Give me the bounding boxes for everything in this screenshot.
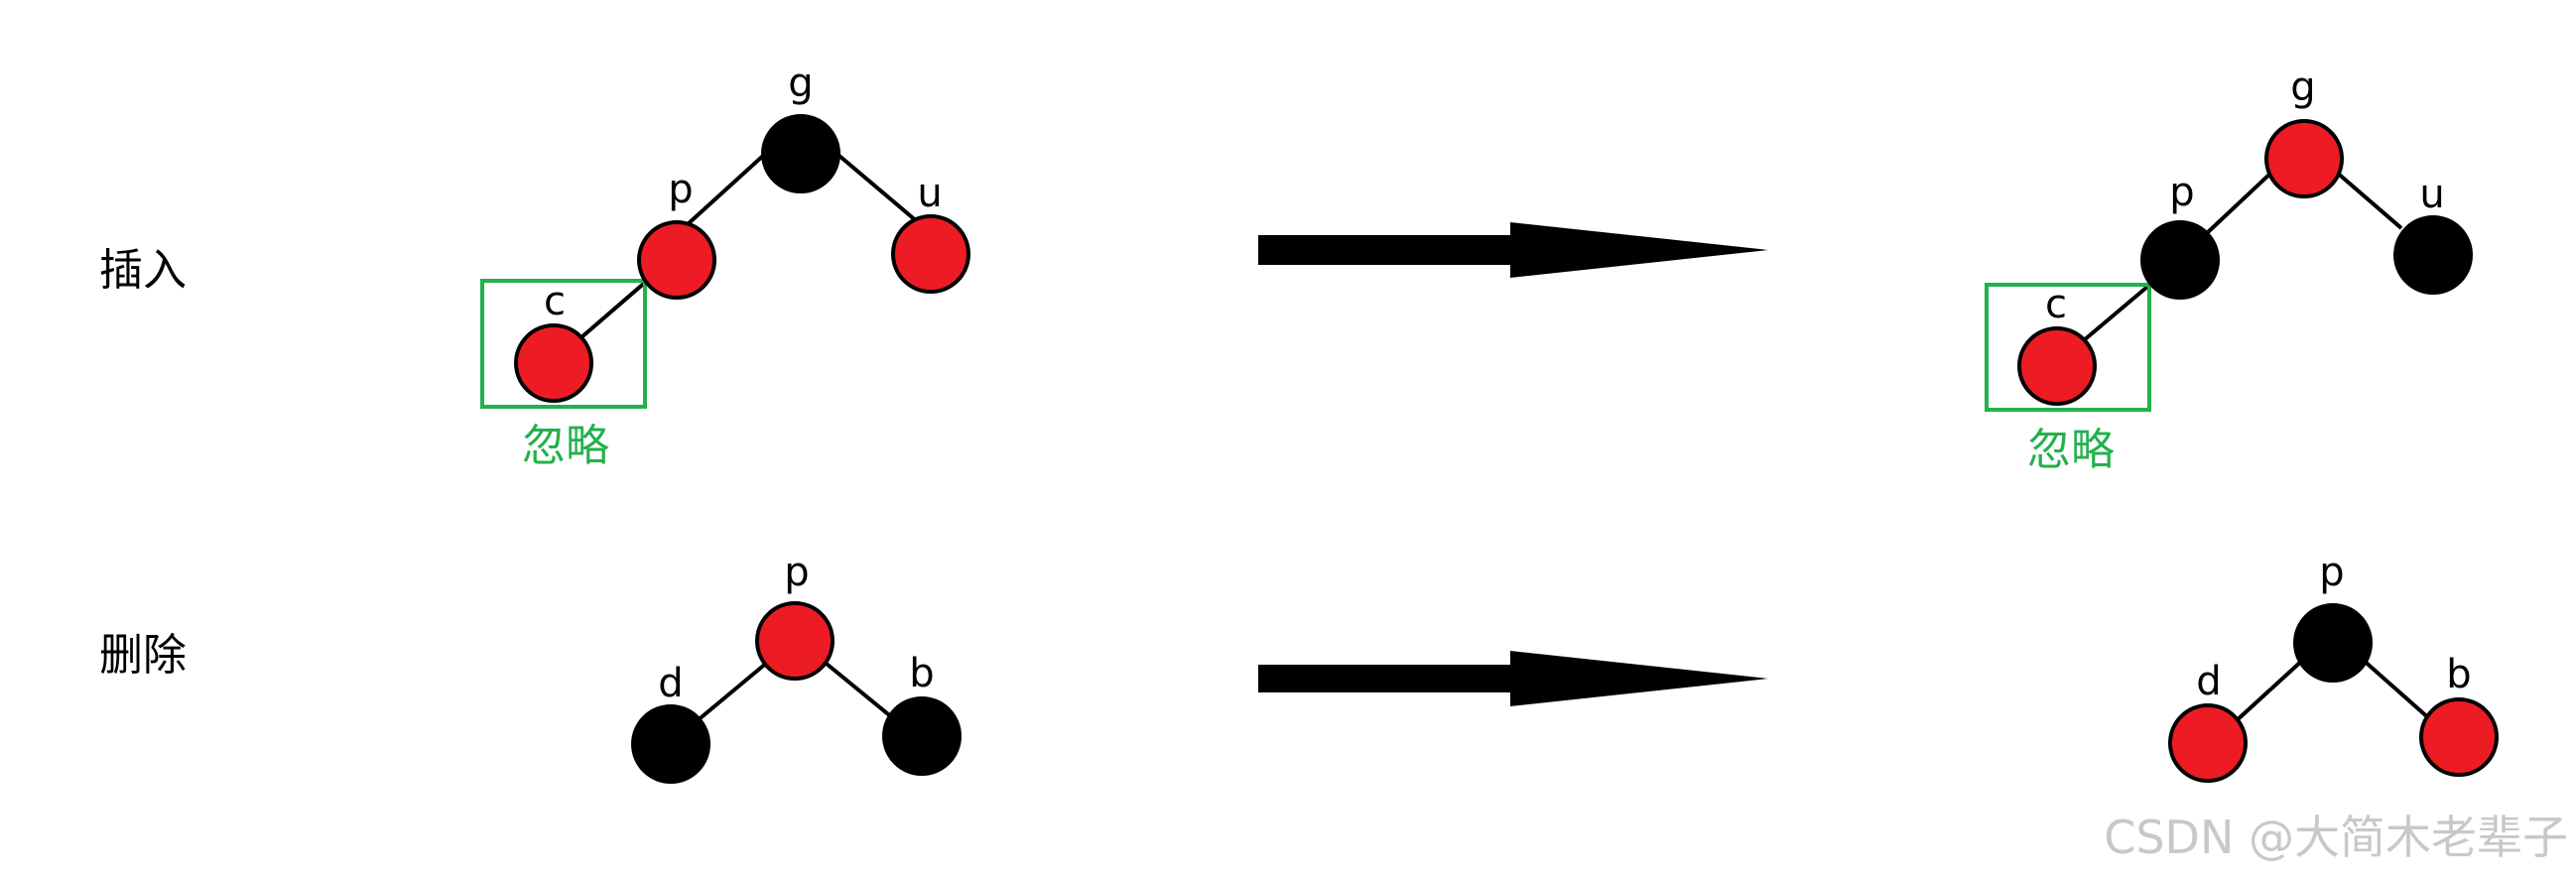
edge-p-b: [2360, 657, 2433, 722]
delete-before-tree: p d b: [631, 550, 962, 784]
label-u: u: [2419, 172, 2444, 217]
ignore-box: [1985, 283, 2151, 412]
insert-after-tree: g p u c 忽略: [1985, 64, 2473, 475]
label-b: b: [2446, 652, 2471, 697]
label-u: u: [917, 171, 942, 216]
node-b: [882, 696, 962, 776]
edge-p-b: [820, 658, 895, 720]
label-p: p: [668, 167, 693, 212]
node-u: [2393, 215, 2473, 295]
node-p: [637, 220, 716, 300]
label-c: c: [2045, 282, 2067, 327]
edge-p-d: [695, 660, 770, 723]
label-p: p: [2319, 550, 2344, 595]
node-p: [2140, 220, 2220, 300]
ignore-label: 忽略: [2027, 425, 2115, 475]
label-b: b: [909, 651, 934, 696]
node-d: [631, 704, 710, 784]
edge-p-d: [2233, 657, 2306, 724]
delete-row-label: 删除: [99, 630, 187, 681]
node-u: [891, 214, 970, 294]
ignore-label: 忽略: [522, 421, 609, 471]
node-c: [2017, 326, 2097, 406]
edge-g-u: [826, 144, 920, 224]
ignore-box: [480, 279, 647, 409]
label-p: p: [2169, 170, 2194, 215]
edge-g-u: [2334, 170, 2403, 230]
watermark: CSDN @大简木老辈子: [2104, 811, 2568, 864]
label-d: d: [2196, 659, 2221, 704]
insert-row-label: 插入: [99, 245, 187, 296]
edge-g-p: [2205, 170, 2274, 235]
label-p: p: [784, 550, 809, 595]
node-g: [761, 114, 840, 193]
node-c: [514, 323, 593, 403]
node-d: [2168, 703, 2248, 783]
node-p: [755, 601, 835, 681]
label-g: g: [2290, 64, 2315, 110]
edge-p-c: [580, 279, 649, 339]
edge-g-p: [675, 144, 776, 236]
label-d: d: [658, 661, 683, 706]
label-c: c: [544, 279, 566, 324]
node-p: [2293, 603, 2373, 683]
arrow-delete: [1258, 651, 1768, 706]
node-g: [2264, 119, 2344, 198]
insert-before-tree: g p u c 忽略: [480, 61, 970, 471]
edge-p-c: [2082, 280, 2155, 342]
label-g: g: [788, 61, 813, 106]
node-b: [2419, 697, 2499, 777]
delete-after-tree: p d b: [2168, 550, 2499, 783]
arrow-insert: [1258, 222, 1768, 278]
